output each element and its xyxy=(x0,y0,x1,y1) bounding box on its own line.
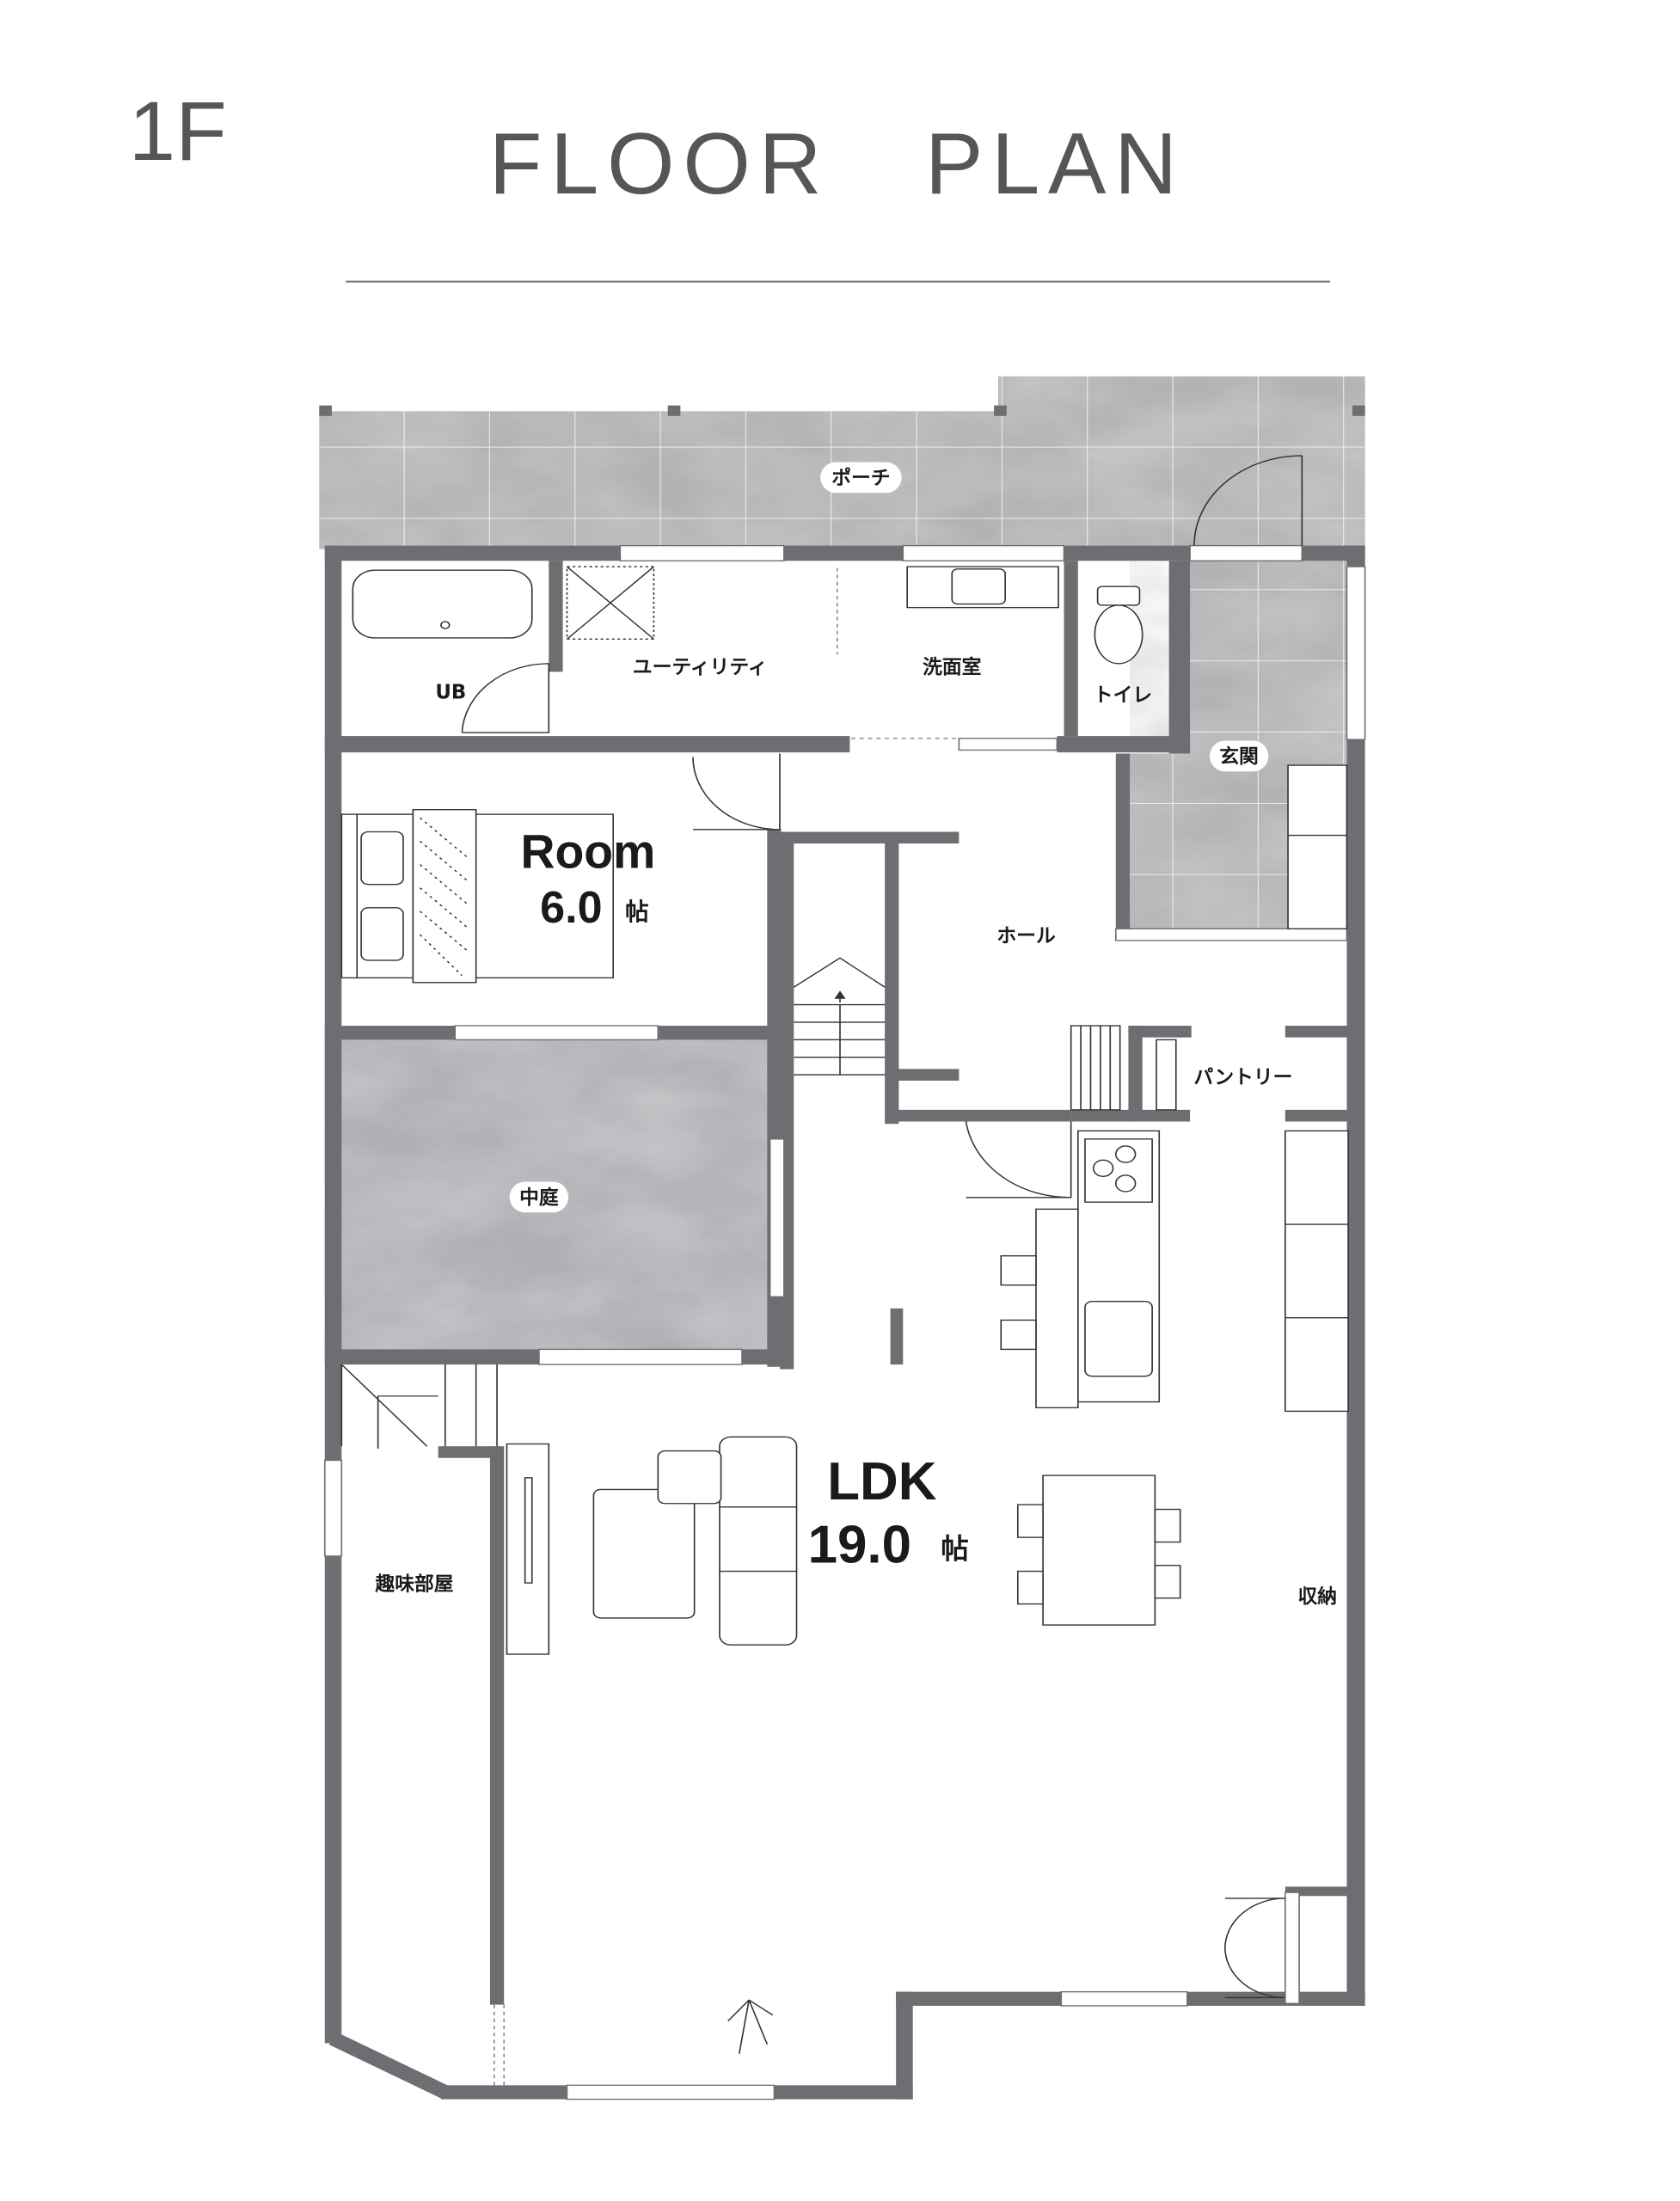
washer-icon xyxy=(566,566,655,641)
doors xyxy=(461,455,1303,2086)
label-entrance: 玄関 xyxy=(1219,745,1259,769)
stairs-icon xyxy=(340,957,886,1449)
label-porch: ポーチ xyxy=(831,467,890,490)
label-courtyard: 中庭 xyxy=(519,1186,559,1209)
plan-geometry xyxy=(319,280,1366,2100)
label-hobby-room: 趣味部屋 xyxy=(374,1573,453,1596)
windows xyxy=(323,544,1366,2100)
plant-icon xyxy=(727,1999,774,2054)
label-room-size: 6.0 xyxy=(540,883,602,933)
rug-icon xyxy=(592,1488,696,1619)
label-ldk: LDK xyxy=(827,1452,936,1511)
bathtub-icon xyxy=(352,569,533,639)
label-toilet: トイレ xyxy=(1094,684,1152,707)
sink-icon xyxy=(906,566,1059,609)
label-storage: 収納 xyxy=(1297,1585,1337,1609)
floor-label: 1F xyxy=(129,84,227,178)
furniture xyxy=(340,566,1349,2054)
label-room-unit: 帖 xyxy=(625,898,649,926)
label-ub: UB xyxy=(435,682,466,704)
label-room: Room xyxy=(520,825,655,879)
label-ldk-size: 19.0 xyxy=(808,1515,911,1574)
label-ldk-unit: 帖 xyxy=(941,1532,969,1565)
kitchen-counter-icon xyxy=(1077,1130,1161,1403)
dining-table-icon xyxy=(1042,1474,1156,1626)
label-utility: ユーティリティ xyxy=(633,656,768,678)
tv-board-icon xyxy=(506,1443,550,1655)
label-hall: ホール xyxy=(996,925,1056,947)
page-title: FLOOR PLAN xyxy=(489,116,1186,212)
room-labels: ポーチ UB ユーティリティ 洗面室 トイレ 玄関 Room 6.0 帖 ホール… xyxy=(374,462,1337,1609)
toilet-icon xyxy=(1096,586,1141,606)
label-pantry: パントリー xyxy=(1193,1066,1292,1088)
sofa-icon xyxy=(719,1436,798,1646)
label-washroom: 洗面室 xyxy=(923,655,981,678)
